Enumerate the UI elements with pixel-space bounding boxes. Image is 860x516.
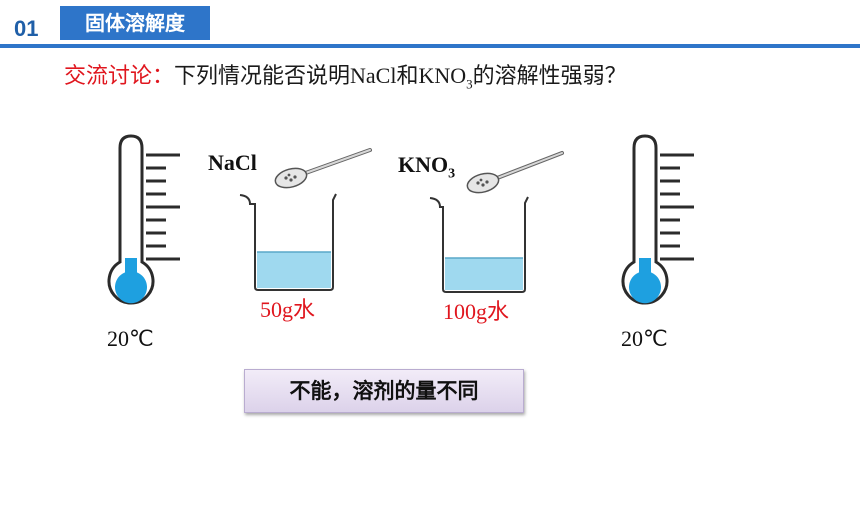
- thermometer-bulb-right: [629, 262, 662, 304]
- thermometer-right: [621, 134, 694, 305]
- question-text-after: 的溶解性强弱？: [472, 64, 627, 89]
- question-conj: 和: [396, 64, 419, 89]
- spoon-left: [274, 148, 372, 189]
- section-number: 01: [14, 16, 39, 41]
- section-title: 固体溶解度: [60, 6, 210, 40]
- label-nacl: NaCl: [208, 150, 257, 175]
- temperature-left: 20℃: [107, 326, 154, 351]
- thermometer-mercury-left: [125, 258, 137, 274]
- beaker-left: [239, 193, 337, 291]
- thermometer-left: [107, 134, 180, 305]
- question-label: 交流讨论：: [64, 64, 175, 89]
- thermometer-mercury-right: [639, 258, 651, 274]
- spoon-right: [466, 151, 564, 194]
- beaker-right: [429, 196, 529, 293]
- temperature-right: 20℃: [621, 326, 668, 351]
- water-label-right: 100g水: [443, 299, 510, 324]
- beaker-liquid-right: [445, 258, 523, 290]
- answer-box: 不能，溶剂的量不同: [244, 369, 524, 413]
- thermometer-scale-right: [660, 153, 694, 261]
- formula-nacl: NaCl: [350, 63, 397, 88]
- question-text-before: 下列情况能否说明: [174, 64, 351, 89]
- label-kno3: KNO3: [398, 152, 456, 182]
- thermometer-bulb-left: [115, 262, 147, 304]
- thermometer-scale-left: [146, 153, 180, 261]
- beaker-liquid-left: [257, 252, 331, 288]
- water-label-left: 50g水: [260, 297, 316, 322]
- discussion-question: 交流讨论：下列情况能否说明NaCl和KNO3的溶解性强弱？: [64, 56, 627, 104]
- formula-kno3: KNO3: [418, 63, 473, 92]
- header-divider: [0, 44, 860, 48]
